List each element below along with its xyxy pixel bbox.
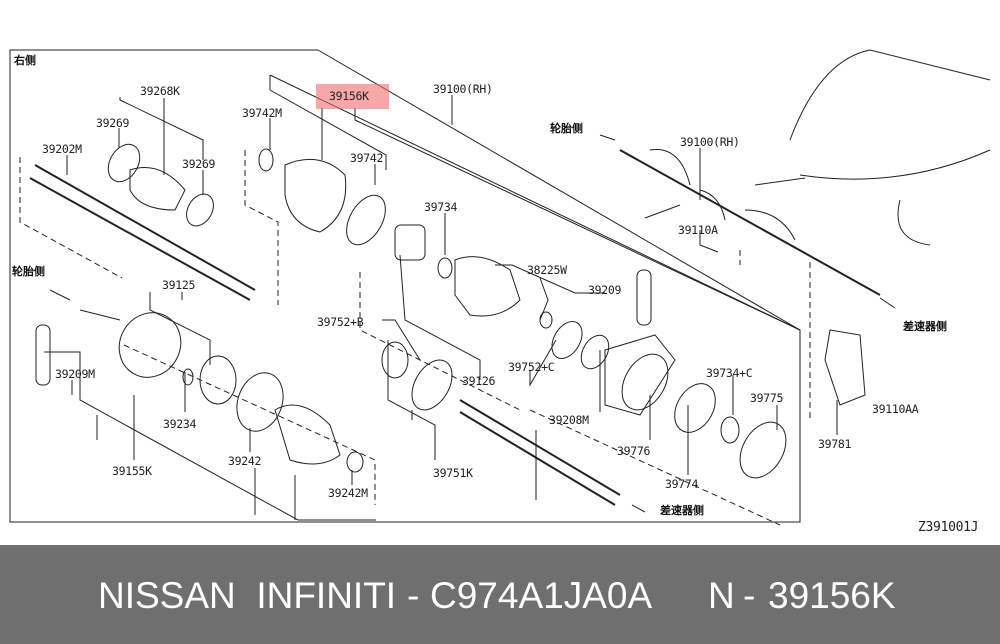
right-side-label: 右侧 bbox=[14, 54, 36, 67]
part-label[interactable]: 39242 bbox=[228, 454, 262, 468]
part-label[interactable]: 39125 bbox=[162, 278, 196, 292]
part-label[interactable]: 39209M bbox=[55, 367, 95, 381]
leader-lines bbox=[44, 74, 838, 521]
highlighted-part-box bbox=[316, 84, 389, 109]
part-label[interactable]: 39155K bbox=[112, 464, 152, 478]
part-label[interactable]: 39742M bbox=[242, 106, 282, 120]
parts-drawings bbox=[29, 49, 991, 513]
highlighted-part-label[interactable]: 39156K bbox=[329, 89, 369, 103]
tire-side-label-2: 轮胎侧 bbox=[550, 122, 583, 135]
part-label[interactable]: 39776 bbox=[617, 444, 651, 458]
part-info-banner: NISSAN INFINITI - C974A1JA0A N - 39156K bbox=[0, 545, 1000, 644]
part-label[interactable]: 39100(RH) bbox=[433, 82, 493, 96]
diff-side-label-2: 差速器侧 bbox=[660, 504, 704, 517]
part-label[interactable]: 39752+B bbox=[317, 315, 364, 329]
part-label[interactable]: 39269 bbox=[182, 157, 216, 171]
separator: - bbox=[407, 575, 420, 616]
brand-text: NISSAN INFINITI bbox=[98, 575, 397, 616]
tire-side-label: 轮胎侧 bbox=[12, 265, 45, 278]
part-label[interactable]: 39742 bbox=[350, 151, 384, 165]
frame bbox=[9, 49, 801, 523]
part-label[interactable]: 39209 bbox=[588, 283, 622, 297]
part-label[interactable]: 39202M bbox=[42, 142, 82, 156]
part-label[interactable]: 39242M bbox=[328, 486, 368, 500]
dashed-groups bbox=[19, 150, 811, 526]
part-label[interactable]: 39100(RH) bbox=[680, 135, 740, 149]
part-number: 39156K bbox=[768, 575, 896, 616]
part-label[interactable]: 39110A bbox=[678, 223, 718, 237]
part-label[interactable]: 39208M bbox=[549, 413, 589, 427]
catalog-code: C974A1JA0A bbox=[430, 575, 653, 616]
separator: - bbox=[743, 575, 756, 616]
prefix: N bbox=[708, 575, 735, 616]
part-label[interactable]: 39781 bbox=[818, 437, 852, 451]
part-label[interactable]: 39269 bbox=[96, 116, 130, 130]
part-label[interactable]: 39234 bbox=[163, 417, 197, 431]
part-label[interactable]: 39268K bbox=[140, 84, 180, 98]
part-label[interactable]: 39110AA bbox=[872, 402, 919, 416]
part-label[interactable]: 39775 bbox=[750, 391, 784, 405]
part-label[interactable]: 39126 bbox=[462, 374, 496, 388]
exploded-diagram bbox=[9, 49, 991, 526]
part-label[interactable]: 39752+C bbox=[508, 360, 555, 374]
part-label[interactable]: 39774 bbox=[665, 477, 699, 491]
part-label[interactable]: 38225W bbox=[527, 263, 567, 277]
part-label[interactable]: 39751K bbox=[433, 466, 473, 480]
diagram-code: Z391001J bbox=[918, 520, 979, 535]
diff-side-label: 差速器侧 bbox=[903, 320, 947, 333]
part-label[interactable]: 39734+C bbox=[706, 366, 753, 380]
part-label[interactable]: 39734 bbox=[424, 200, 458, 214]
